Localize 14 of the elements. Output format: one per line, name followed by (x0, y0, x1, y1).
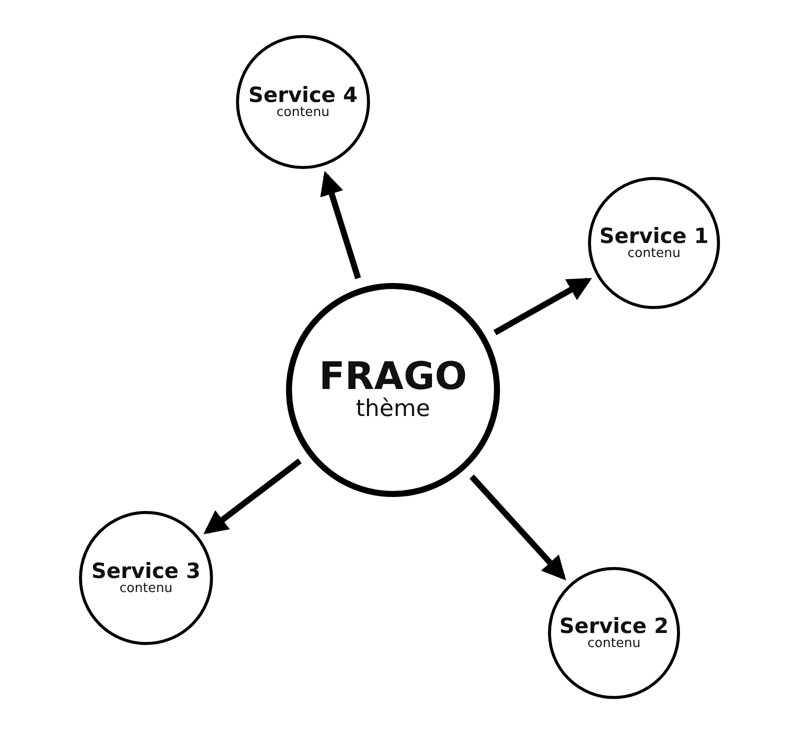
node-title: FRAGO (318, 357, 468, 398)
node-title: Service 2 (559, 614, 669, 637)
arrow (470, 474, 566, 580)
node-title: Service 1 (599, 224, 709, 247)
arrow (320, 170, 361, 280)
node-title: Service 3 (91, 560, 201, 582)
node-title: Service 4 (248, 84, 358, 106)
arrow (493, 278, 592, 336)
node-subtitle: contenu (276, 106, 330, 120)
node-subtitle: contenu (588, 636, 640, 652)
node-subtitle: contenu (628, 246, 680, 262)
node-subtitle: thème (356, 397, 430, 423)
arrow (203, 458, 302, 534)
node-subtitle: contenu (120, 582, 172, 596)
